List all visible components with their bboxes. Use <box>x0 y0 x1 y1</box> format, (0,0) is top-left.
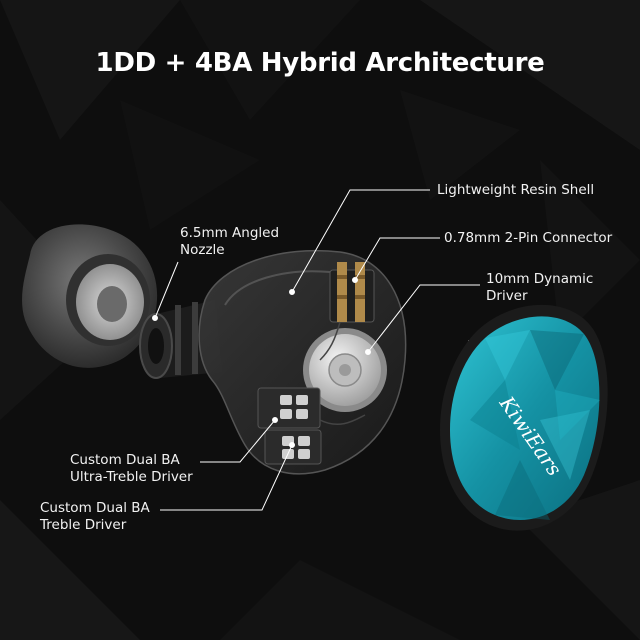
callout-dynamic-driver-line1: 10mm Dynamic <box>486 271 594 287</box>
callout-ultra-treble: Custom Dual BA Ultra-Treble Driver <box>70 452 193 486</box>
ba-drivers <box>257 387 322 465</box>
dynamic-driver <box>303 328 387 412</box>
ear-tip <box>22 224 158 368</box>
callout-ultra-treble-line1: Custom Dual BA <box>70 452 180 468</box>
callout-resin-shell: Lightweight Resin Shell <box>437 182 594 199</box>
callout-connector-text: 0.78mm 2-Pin Connector <box>444 230 613 246</box>
callout-treble-line1: Custom Dual BA <box>40 500 150 516</box>
callout-connector: 0.78mm 2-Pin Connector <box>444 230 612 247</box>
callout-treble-line2: Treble Driver <box>40 517 127 533</box>
callout-dynamic-driver-line2: Driver <box>486 288 528 304</box>
page-title: 1DD + 4BA Hybrid Architecture <box>95 48 545 78</box>
callout-treble: Custom Dual BA Treble Driver <box>40 500 150 534</box>
callout-resin-shell-text: Lightweight Resin Shell <box>437 182 595 198</box>
callout-ultra-treble-line2: Ultra-Treble Driver <box>70 469 193 485</box>
two-pin-connector <box>329 262 375 323</box>
faceplate <box>440 304 608 531</box>
callout-nozzle: 6.5mm Angled Nozzle <box>180 225 279 259</box>
callout-dynamic-driver: 10mm Dynamic Driver <box>486 271 593 305</box>
callout-nozzle-line2: Nozzle <box>180 242 225 258</box>
callout-lines <box>152 189 480 511</box>
callout-nozzle-line1: 6.5mm Angled <box>180 225 280 241</box>
